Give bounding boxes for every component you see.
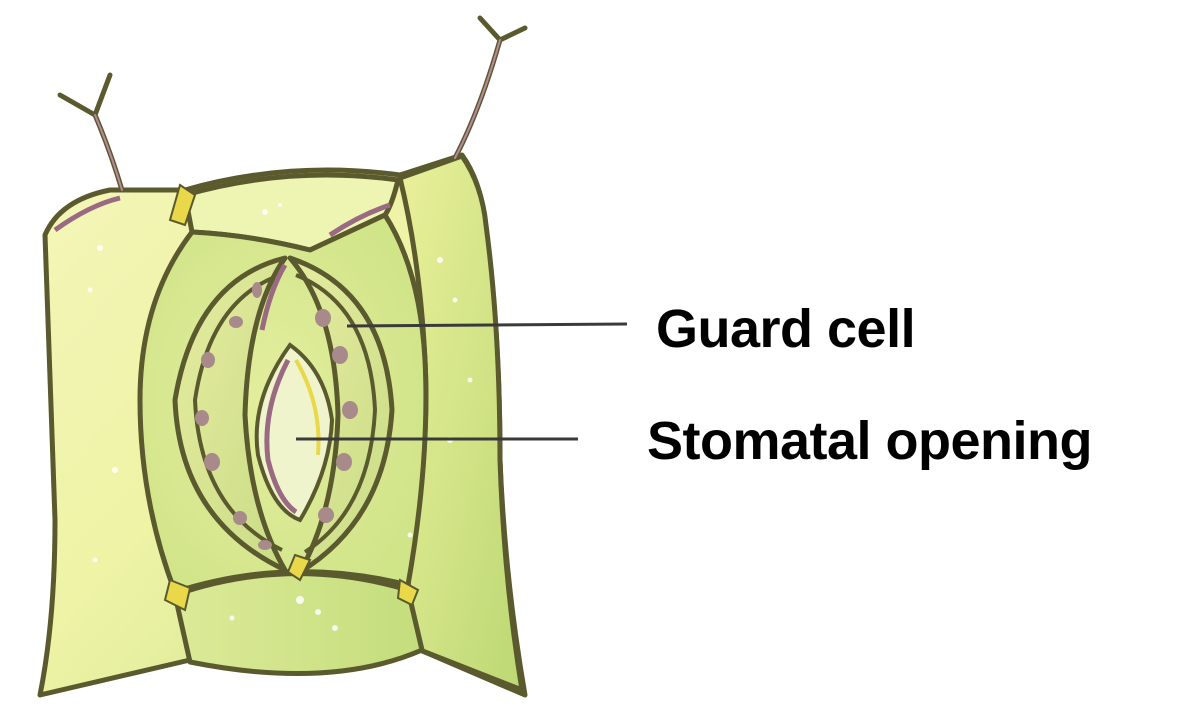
guard-cell-label: Guard cell	[656, 302, 915, 356]
stomatal-opening-label: Stomatal opening	[647, 414, 1092, 468]
bottom-epidermal-cell	[175, 574, 422, 674]
guard-cell-leader-line	[347, 324, 627, 326]
